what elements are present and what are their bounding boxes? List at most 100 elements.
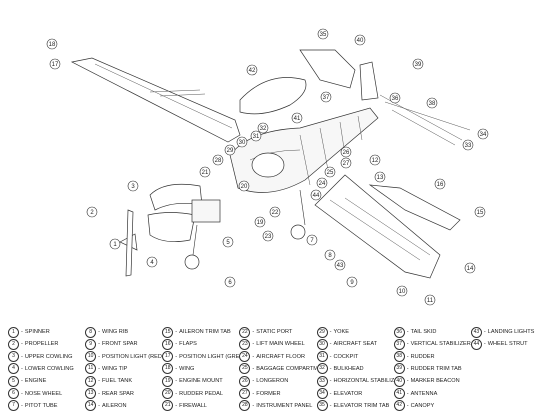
- legend-label: VERTICAL STABILIZER: [410, 341, 471, 348]
- legend-label: FRONT SPAR: [102, 341, 138, 348]
- legend-item: 23-LIFT MAIN WHEEL: [239, 338, 316, 350]
- callout-33: 33: [462, 139, 474, 151]
- legend-number: 20: [162, 388, 174, 400]
- legend-number: 5: [8, 375, 19, 387]
- legend-item: 7-PITOT TUBE: [8, 400, 85, 412]
- legend-item: 34-ELEVATOR: [316, 387, 394, 400]
- callout-number: 7: [310, 238, 314, 244]
- legend-item: 40-MARKER BEACON: [393, 375, 471, 387]
- legend-number: 41: [393, 388, 405, 400]
- callout-42: 42: [246, 64, 258, 76]
- callout-28: 28: [212, 154, 224, 166]
- legend-number: 32: [316, 363, 328, 375]
- callout-number: 42: [249, 68, 256, 74]
- legend-label: ELEVATOR TRIM TAB: [333, 402, 390, 409]
- legend-number: 23: [239, 338, 251, 350]
- callout-number: 1: [113, 242, 117, 248]
- callout-number: 40: [357, 38, 364, 44]
- legend-number: 15: [162, 326, 174, 338]
- legend-item: 27-FORMER: [239, 387, 316, 400]
- legend-label: ANTENNA: [410, 390, 438, 397]
- legend-label: COCKPIT: [333, 353, 359, 360]
- callout-number: 23: [265, 234, 272, 240]
- legend-number: 4: [8, 363, 19, 375]
- callout-40: 40: [354, 34, 366, 46]
- legend-item: 19-ENGINE MOUNT: [162, 375, 239, 387]
- legend-label: FIREWALL: [179, 402, 207, 409]
- legend-item: 21-FIREWALL: [162, 400, 239, 412]
- legend-item: 10-POSITION LIGHT (RED): [85, 351, 162, 363]
- legend-number: 44: [470, 338, 482, 350]
- legend-number: 8: [85, 326, 97, 338]
- callout-number: 25: [327, 170, 334, 176]
- legend-item: 4-LOWER COWLING: [8, 363, 85, 375]
- callout-34: 34: [477, 128, 489, 140]
- legend-item: 35-ELEVATOR TRIM TAB: [316, 400, 394, 412]
- legend-item: 9-FRONT SPAR: [85, 338, 162, 350]
- legend-label: LOWER COWLING: [24, 365, 74, 372]
- legend-item: 18-WING: [162, 363, 239, 375]
- legend-label: LIFT MAIN WHEEL: [256, 341, 305, 348]
- legend-label: INSTRUMENT PANEL: [256, 402, 313, 409]
- callout-number: 35: [320, 32, 327, 38]
- legend-label: AILERON: [102, 402, 127, 409]
- callout-39: 39: [412, 58, 424, 70]
- callout-number: 33: [465, 143, 472, 149]
- legend-label: RUDDER TRIM TAB: [410, 365, 462, 372]
- legend-label: WHEEL STRUT: [487, 341, 528, 348]
- legend-label: TAIL SKID: [410, 329, 437, 336]
- legend-label: PITOT TUBE: [24, 402, 58, 409]
- callout-number: 31: [253, 134, 260, 140]
- legend-item: 31-COCKPIT: [316, 351, 394, 363]
- callout-31: 31: [250, 130, 262, 142]
- callout-26: 26: [340, 146, 352, 158]
- callout-35: 35: [317, 28, 329, 40]
- legend-number: 24: [239, 351, 251, 363]
- legend-item: 3-UPPER COWLING: [8, 351, 85, 363]
- callout-8: 8: [324, 249, 336, 261]
- legend-number: 35: [316, 400, 328, 412]
- legend-item: 25-BAGGAGE COMPARTMENT: [239, 363, 317, 375]
- legend-label: AIRCRAFT FLOOR: [256, 353, 305, 360]
- legend-label: RUDDER: [410, 353, 435, 360]
- legend-number: 21: [162, 400, 174, 412]
- legend-label: FLAPS: [179, 341, 197, 348]
- callout-number: 43: [337, 263, 344, 269]
- propeller-part: [125, 209, 134, 277]
- callout-1: 1: [109, 238, 121, 250]
- legend-item: 13-REAR SPAR: [85, 387, 162, 400]
- canopy-part: [239, 77, 307, 115]
- legend-label: FUEL TANK: [102, 378, 133, 385]
- legend-number: 18: [162, 363, 174, 375]
- legend-label: ENGINE MOUNT: [179, 378, 223, 385]
- callout-44: 44: [310, 189, 322, 201]
- legend-label: UPPER COWLING: [24, 353, 73, 360]
- callout-41: 41: [291, 112, 303, 124]
- legend-number: 1: [8, 326, 19, 338]
- callout-number: 24: [319, 181, 326, 187]
- legend-number: 37: [393, 338, 405, 350]
- legend-label: STATIC PORT: [256, 329, 293, 336]
- callout-number: 19: [257, 220, 264, 226]
- callout-38: 38: [426, 97, 438, 109]
- callout-36: 36: [389, 92, 401, 104]
- callout-number: 38: [429, 101, 436, 107]
- legend-number: 33: [316, 375, 328, 387]
- legend-number: 40: [393, 375, 405, 387]
- vertical-tail: [299, 49, 379, 101]
- legend-label: LONGERON: [256, 378, 289, 385]
- callout-number: 8: [328, 253, 332, 259]
- legend-item: 28-INSTRUMENT PANEL: [239, 400, 316, 412]
- callout-22: 22: [269, 206, 281, 218]
- legend-label: YOKE: [333, 329, 349, 336]
- callout-14: 14: [464, 262, 476, 274]
- callout-number: 9: [350, 280, 354, 286]
- legend-number: 14: [85, 400, 97, 412]
- callout-9: 9: [346, 276, 358, 288]
- legend-label: BULKHEAD: [333, 365, 364, 372]
- legend-number: 34: [316, 388, 328, 400]
- callout-number: 11: [427, 298, 434, 304]
- callout-number: 14: [467, 266, 474, 272]
- legend-item: 33-HORIZONTAL STABILIZER: [316, 375, 394, 387]
